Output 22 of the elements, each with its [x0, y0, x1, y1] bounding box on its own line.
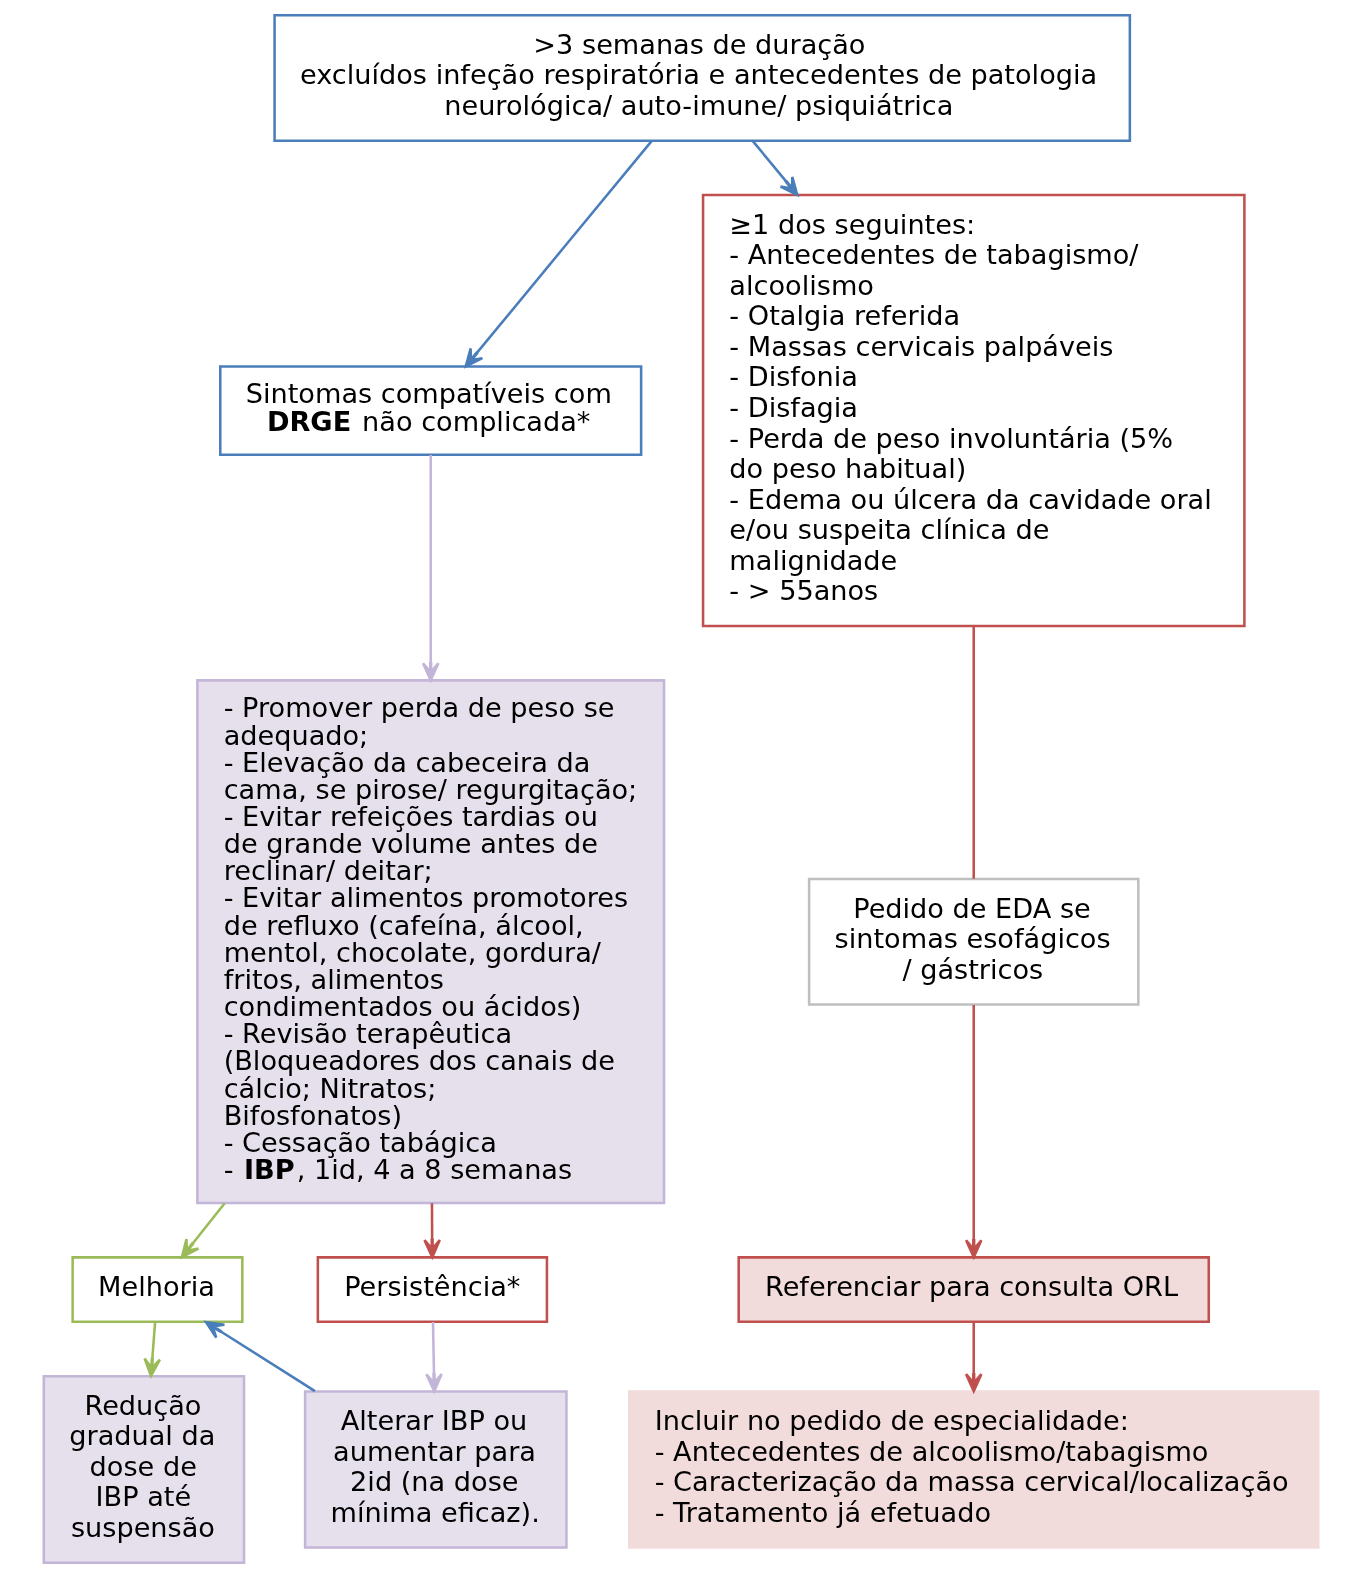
- node-box: Melhoria: [71, 1256, 244, 1324]
- arrow: [964, 1322, 983, 1393]
- arrow: [143, 1321, 162, 1378]
- node-box: Sintomas compatíveis com DRGE não complicada*: [219, 365, 643, 456]
- arrow: [180, 1202, 226, 1259]
- node-box: >3 semanas de duração excluídos infeção respiratória e antecedentes de patologia neurológica/ auto-imune/ psiquiátrica: [273, 13, 1132, 143]
- node-box: Alterar IBP ou aumentar para 2id (na dose mínima eficaz).: [303, 1390, 568, 1549]
- node-box: Persistência*: [316, 1256, 549, 1324]
- arrow: [425, 1322, 443, 1393]
- arrow: [421, 455, 440, 682]
- connector: [972, 626, 975, 879]
- node-box: ≥1 dos seguintes: - Antecedentes de tabagismo/ alcoolismo - Otalgia referida - Massas cervicais palpáveis - Disfonia - Disfagia - Perda de peso involuntária (5% do peso habitual) - Edema ou úlcera da cavidade oral e/ou suspeita clínica de malignidade - > 55anos: [701, 193, 1246, 628]
- arrow: [464, 140, 653, 368]
- node-box: Redução gradual da dose de IBP até suspensão: [42, 1374, 246, 1565]
- node-box: Incluir no pedido de especialidade: - Antecedentes de alcoolismo/tabagismo - Caracterização da massa cervical/localização - Tratamento já efetuado: [627, 1390, 1320, 1549]
- arrow: [751, 140, 799, 197]
- arrow: [423, 1203, 442, 1259]
- arrow: [964, 1005, 983, 1259]
- node-box: Referenciar para consulta ORL: [737, 1256, 1211, 1324]
- node-box: Pedido de EDA se sintomas esofágicos / gástricos: [807, 877, 1140, 1006]
- arrow: [204, 1320, 316, 1393]
- node-box: - Promover perda de peso se adequado; - Elevação da cabeceira da cama, se pirose/ regurgitação; - Evitar refeições tardias ou de grande volume antes de reclinar/ deitar; - Evitar alimentos promotores de refluxo (cafeína, álcool, mentol, chocolate, gordura/ fritos, alimentos condimentados ou ácidos) - Revisão terapêutica (Bloqueadores dos canais de cálcio; Nitratos; Bifosfonatos) - Cessação tabágica - IBP, 1id, 4 a 8 semanas: [196, 679, 666, 1205]
